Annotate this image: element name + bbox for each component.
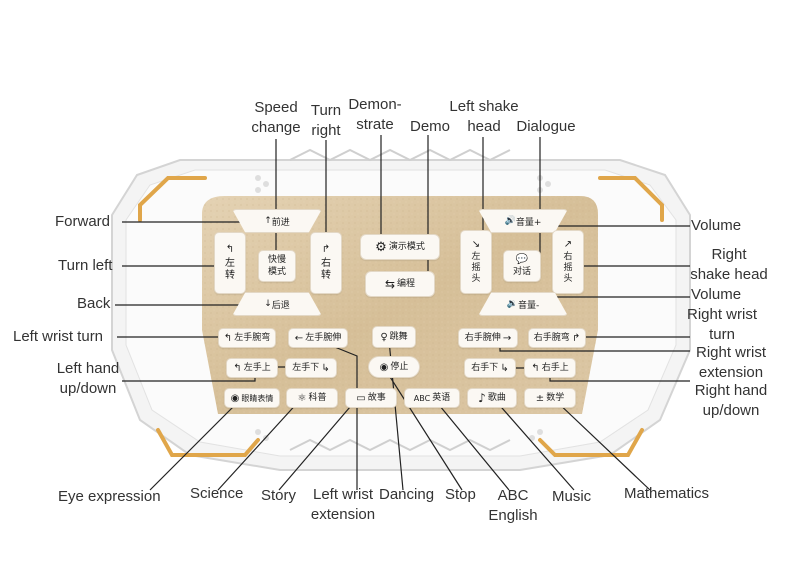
eye-icon: ◉ <box>230 392 240 404</box>
forward-button[interactable]: ↑前进 <box>232 209 322 233</box>
label-mathematics: Mathematics <box>624 485 710 502</box>
stop-button[interactable]: ◉停止 <box>368 356 420 378</box>
speaker-loud-icon: 🔊 <box>504 216 516 226</box>
label-left-wrist-turn: Left wrist turn <box>13 328 104 345</box>
atom-icon: ⚛ <box>297 392 307 404</box>
turn-left-icon: ↰ <box>225 244 235 255</box>
bottom-zigzag-trim <box>289 438 511 452</box>
label-eye-expression: Eye expression <box>58 488 161 505</box>
dancer-icon: ♀ <box>380 331 388 343</box>
hand-down-icon: ↳ <box>500 362 509 374</box>
right-hand-down-button[interactable]: 右手下↳ <box>464 358 516 378</box>
volume-down-button[interactable]: 🔉音量- <box>478 292 568 316</box>
music-button[interactable]: ♪歌曲 <box>467 388 517 408</box>
dialogue-button[interactable]: 💬 对话 <box>503 250 541 282</box>
label-music: Music <box>552 488 592 505</box>
math-symbols-icon: ± <box>535 392 545 404</box>
wrist-turn-left-icon: ↰ <box>223 332 233 344</box>
label-demo: Demo <box>409 118 451 135</box>
right-shake-head-button[interactable]: ↗ 右 摇 头 <box>552 230 584 294</box>
chat-bubble-icon: 💬 <box>515 254 529 265</box>
label-dancing: Dancing <box>379 486 435 503</box>
hand-down-icon: ↳ <box>321 362 330 374</box>
left-wrist-bend-button[interactable]: ↰左手腕弯 <box>218 328 276 348</box>
label-demonstrate: Demon-strate <box>348 96 402 133</box>
math-button[interactable]: ±数学 <box>524 388 576 408</box>
shake-left-icon: ↘ <box>471 239 481 250</box>
hand-up-icon: ↰ <box>531 362 540 374</box>
turn-right-button[interactable]: ↱ 右 转 <box>310 232 342 294</box>
accent-top-left <box>138 176 207 222</box>
left-shake-head-button[interactable]: ↘ 左 摇 头 <box>460 230 492 294</box>
wrist-turn-right-icon: ↱ <box>571 332 581 344</box>
dance-button[interactable]: ♀跳舞 <box>372 326 416 348</box>
left-wrist-extend-button[interactable]: ←左手腕伸 <box>288 328 348 348</box>
music-note-icon: ♪ <box>478 390 486 405</box>
story-button[interactable]: ▭故事 <box>345 388 397 408</box>
program-button[interactable]: ⇆编程 <box>365 271 435 297</box>
hand-up-icon: ↰ <box>233 362 242 374</box>
label-forward: Forward <box>55 213 111 230</box>
top-zigzag-trim <box>289 148 511 162</box>
label-story: Story <box>261 487 297 504</box>
right-hand-up-button[interactable]: ↰右手上 <box>524 358 576 378</box>
arrow-down-icon: ↓ <box>264 299 272 309</box>
label-turn-left: Turn left <box>58 257 113 274</box>
label-science: Science <box>190 485 244 502</box>
accent-bottom-right <box>538 428 644 457</box>
volume-up-button[interactable]: 🔊音量+ <box>478 209 568 233</box>
left-hand-up-button[interactable]: ↰左手上 <box>226 358 278 378</box>
turn-left-button[interactable]: ↰ 左 转 <box>214 232 246 294</box>
right-wrist-bend-button[interactable]: 右手腕弯↱ <box>528 328 586 348</box>
eye-expression-button[interactable]: ◉眼睛表情 <box>224 388 280 408</box>
accent-top-right <box>598 176 664 222</box>
speaker-quiet-icon: 🔉 <box>506 299 518 309</box>
turn-right-icon: ↱ <box>321 244 331 255</box>
arrow-right-icon: → <box>502 332 512 344</box>
accent-bottom-left <box>156 428 260 457</box>
left-hand-down-button[interactable]: 左手下↳ <box>285 358 337 378</box>
abc-icon: ABC <box>413 393 431 403</box>
back-button[interactable]: ↓后退 <box>232 292 322 316</box>
label-volume-down: Volume <box>691 286 742 303</box>
demo-mode-button[interactable]: ⚙演示模式 <box>360 234 440 260</box>
shake-right-icon: ↗ <box>563 239 573 250</box>
arrow-left-icon: ← <box>294 332 304 344</box>
dot-decorations <box>255 175 551 441</box>
leader-lines <box>115 135 690 491</box>
reel-icon: ⚙ <box>375 239 387 255</box>
label-dialogue: Dialogue <box>516 118 576 135</box>
label-back: Back <box>77 295 111 312</box>
science-button[interactable]: ⚛科普 <box>286 388 338 408</box>
arrow-up-icon: ↑ <box>264 216 272 226</box>
stop-icon: ◉ <box>379 361 389 373</box>
label-stop: Stop <box>445 486 476 503</box>
label-volume-up: Volume <box>691 217 742 234</box>
program-icon: ⇆ <box>384 276 396 291</box>
book-icon: ▭ <box>356 392 366 404</box>
right-wrist-extend-button[interactable]: 右手腕伸→ <box>458 328 518 348</box>
speed-mode-button[interactable]: 快慢 模式 <box>258 250 296 282</box>
